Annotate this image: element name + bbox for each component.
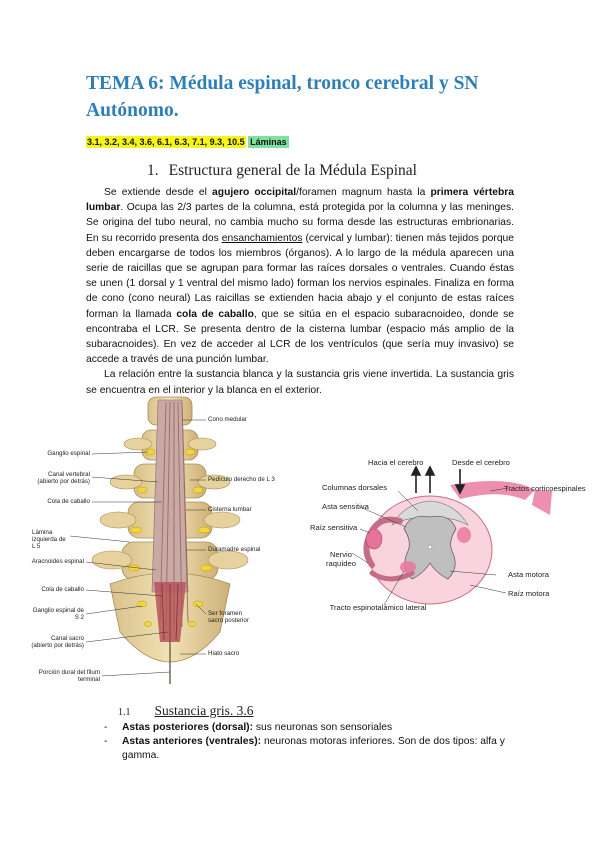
plate-references: 3.1, 3.2, 3.4, 3.6, 6.1, 6.3, 7.1, 9.3, …: [86, 136, 289, 148]
plate-numbers: 3.1, 3.2, 3.4, 3.6, 6.1, 6.3, 7.1, 9.3, …: [86, 136, 246, 148]
label-raiz-sensitiva: Raíz sensitiva: [310, 523, 358, 532]
label-pediculo: Pedículo derecho de L 3: [208, 476, 275, 483]
section-heading-1: 1. Estructura general de la Médula Espina…: [147, 162, 417, 180]
label-hiato-sacro: Hiato sacro: [208, 650, 240, 657]
label-ganglio-espinal: Ganglio espinal: [47, 450, 90, 457]
section-title: Estructura general de la Médula Espinal: [168, 162, 417, 179]
cross-section-figure: Hacia el cerebro Desde el cerebro Column…: [300, 455, 599, 630]
lumbar-spine-figure: Cono medular Pedículo derecho de L 3 Cis…: [30, 392, 290, 692]
label-foramen-sacro: Ser foramen sacro posterior: [208, 610, 249, 624]
label-raiz-motora: Raíz motora: [508, 589, 550, 598]
label-asta-sensitiva: Asta sensitiva: [322, 502, 369, 511]
label-canal-vertebral: Canal vertebral (abierto por detrás): [37, 471, 90, 485]
label-desde-cerebro: Desde el cerebro: [452, 458, 510, 467]
grey-matter-list: Astas posteriores (dorsal): sus neuronas…: [104, 721, 516, 764]
label-tractos-corticoespinales: Tractos corticoespinales: [504, 484, 586, 493]
label-columnas-dorsales: Columnas dorsales: [322, 483, 387, 492]
section-number: 1.: [147, 162, 159, 179]
label-cola-caballo-1: Cola de caballo: [47, 498, 90, 505]
label-cisterna-lumbar: Cisterna lumbar: [208, 506, 252, 513]
label-cono-medular: Cono medular: [208, 416, 247, 423]
subsection-title: Sustancia gris. 3.6: [154, 703, 254, 718]
label-canal-sacro: Canal sacro (abierto por detrás): [31, 635, 84, 649]
label-filum-terminal: Porción dural del filum terminal: [38, 669, 100, 683]
spinal-cord-cross-section: [351, 465, 552, 606]
subsection-number: 1.1: [118, 707, 131, 718]
label-aracnoides: Aracnoides espinal: [31, 558, 84, 565]
label-hacia-cerebro: Hacia el cerebro: [368, 458, 424, 467]
section-heading-1-1: 1.1 Sustancia gris. 3.6: [118, 703, 254, 719]
list-item: Astas posteriores (dorsal): sus neuronas…: [104, 721, 516, 735]
paragraph-1: Se extiende desde el agujero occipital/f…: [86, 187, 515, 366]
label-tracto-espinotalamico: Tracto espinotalámico lateral: [329, 603, 427, 612]
label-asta-motora: Asta motora: [508, 570, 549, 579]
label-cola-caballo-2: Cola de caballo: [41, 586, 84, 593]
body-text: Se extiende desde el agujero occipital/f…: [86, 185, 514, 398]
label-ganglio-s2: Ganglio espinal de S 2: [32, 607, 84, 621]
label-lamina-l5: Lámina izquierda de L 5: [32, 529, 66, 550]
page-title: TEMA 6: Médula espinal, tronco cerebral …: [86, 73, 479, 121]
list-item: Astas anteriores (ventrales): neuronas m…: [104, 735, 516, 763]
paragraph-2: La relación entre la sustancia blanca y …: [86, 369, 514, 396]
label-nervio-raquideo: Nervio raquídeo: [326, 550, 356, 568]
label-duramadre: Duramadre espinal: [208, 546, 261, 553]
lumbar-spine-illustration: [69, 396, 249, 684]
plate-label: Láminas: [248, 136, 289, 148]
